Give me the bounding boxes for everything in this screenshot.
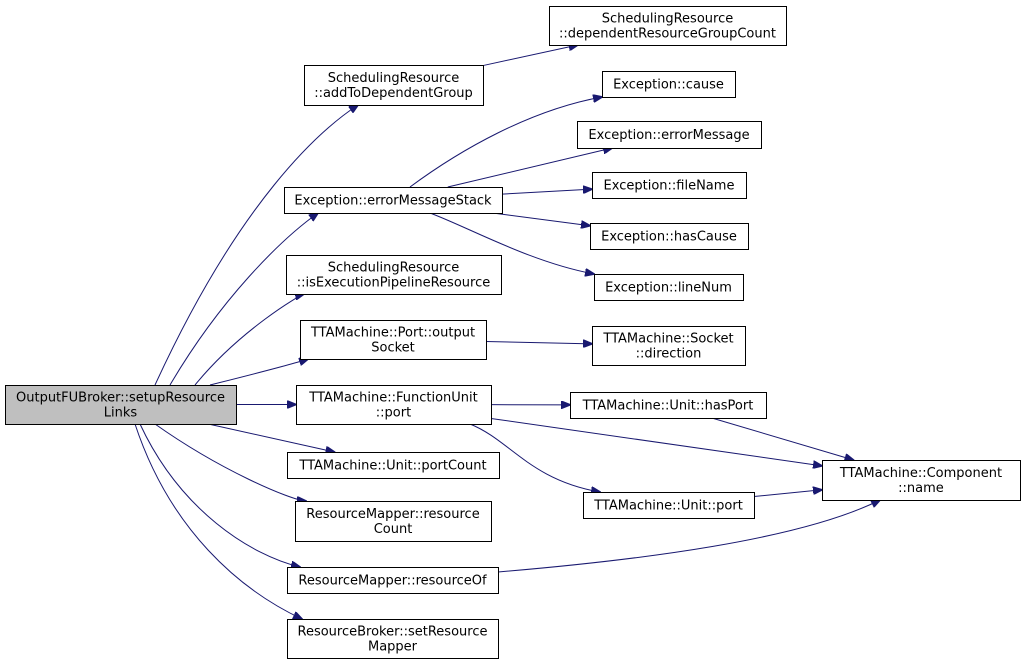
node-label-line: ::addToDependentGroup [314, 86, 473, 101]
edge-errStack-to-hasCause [492, 212, 590, 226]
edge-fuPort-to-unitPort [469, 423, 600, 492]
node-hasCause[interactable]: Exception::hasCause [590, 223, 749, 250]
edge-setup-to-errStack [169, 213, 318, 386]
node-box [592, 326, 746, 366]
node-box [570, 392, 767, 419]
edge-addDep-to-depCount [482, 45, 578, 67]
node-addDep[interactable]: SchedulingResource::addToDependentGroup [304, 65, 484, 106]
node-box [296, 385, 492, 425]
node-box [5, 385, 237, 425]
node-errStack[interactable]: Exception::errorMessageStack [284, 187, 503, 214]
node-box [287, 452, 500, 479]
node-box [287, 567, 499, 594]
node-box [549, 6, 787, 46]
edge-errStack-to-cause [409, 97, 602, 188]
node-label-line: SchedulingResource [602, 12, 733, 27]
edge-portOut-to-sockDir [485, 342, 592, 344]
node-label-line: ::port [376, 406, 411, 421]
node-label-line: TTAMachine::Unit::port [593, 499, 743, 514]
node-box [592, 172, 747, 199]
node-box [304, 65, 484, 106]
node-label-line: SchedulingResource [328, 71, 459, 86]
node-box [284, 187, 503, 214]
node-box [602, 71, 736, 98]
node-label-line: Exception::lineNum [605, 281, 732, 296]
node-label-line: ::dependentResourceGroupCount [559, 27, 776, 42]
edge-errStack-to-errMsg [447, 148, 612, 188]
node-fileName[interactable]: Exception::fileName [592, 172, 747, 199]
node-lineNum[interactable]: Exception::lineNum [594, 274, 744, 301]
node-box [583, 492, 755, 519]
node-box [295, 501, 492, 542]
node-label-line: ::direction [636, 347, 702, 362]
node-label-line: TTAMachine::Unit::portCount [298, 459, 486, 474]
node-sockDir[interactable]: TTAMachine::Socket::direction [592, 326, 746, 366]
node-unitPort[interactable]: TTAMachine::Unit::port [583, 492, 755, 519]
node-label-line: OutputFUBroker::setupResource [16, 391, 225, 406]
node-label-line: ResourceBroker::setResource [298, 625, 488, 640]
node-hasPort[interactable]: TTAMachine::Unit::hasPort [570, 392, 767, 419]
edge-setup-to-setMapper [134, 423, 302, 619]
edge-setup-to-resCount [154, 423, 306, 501]
node-box [590, 223, 749, 250]
node-box [822, 460, 1021, 501]
edges [134, 45, 880, 619]
node-box [300, 320, 487, 360]
node-label-line: ResourceMapper::resourceOf [298, 574, 487, 589]
edge-resOf-to-compName [497, 500, 880, 573]
edge-hasPort-to-compName [711, 417, 854, 460]
node-label-line: TTAMachine::Unit::hasPort [582, 399, 754, 414]
edge-errStack-to-fileName [501, 189, 592, 195]
node-box [577, 121, 762, 149]
node-label-line: Exception::errorMessage [588, 128, 749, 143]
node-label-line: TTAMachine::FunctionUnit [308, 391, 477, 406]
node-label-line: TTAMachine::Port::output [310, 326, 475, 341]
node-label-line: Exception::cause [613, 78, 724, 93]
node-label-line: Exception::hasCause [601, 230, 737, 245]
edge-unitPort-to-compName [753, 490, 822, 498]
edge-setup-to-portCount [208, 423, 334, 452]
node-errMsg[interactable]: Exception::errorMessage [577, 121, 762, 149]
node-depCount[interactable]: SchedulingResource::dependentResourceGro… [549, 6, 787, 46]
node-label-line: ::name [898, 481, 944, 496]
node-label-line: TTAMachine::Component [839, 466, 1002, 481]
edge-setup-to-portOut [209, 359, 308, 386]
node-label-line: Exception::fileName [604, 179, 735, 194]
edge-errStack-to-lineNum [429, 212, 594, 274]
node-cause[interactable]: Exception::cause [602, 71, 736, 98]
node-label-line: Links [104, 406, 138, 421]
node-label-line: SchedulingResource [328, 261, 459, 276]
node-portCount[interactable]: TTAMachine::Unit::portCount [287, 452, 500, 479]
edge-setup-to-isExec [194, 294, 304, 386]
node-box [594, 274, 744, 301]
node-box [286, 255, 502, 295]
edge-setup-to-addDep [154, 105, 358, 386]
edge-fuPort-to-compName [490, 417, 822, 465]
node-label-line: Exception::errorMessageStack [294, 194, 492, 209]
node-label-line: ::isExecutionPipelineResource [297, 276, 490, 291]
node-resOf[interactable]: ResourceMapper::resourceOf [287, 567, 499, 594]
node-compName[interactable]: TTAMachine::Component::name [822, 460, 1021, 501]
node-label-line: Socket [371, 341, 415, 356]
node-label-line: Count [374, 522, 413, 537]
node-label-line: TTAMachine::Socket [602, 332, 733, 347]
node-box [287, 619, 499, 659]
node-label-line: Mapper [368, 640, 418, 655]
node-fuPort[interactable]: TTAMachine::FunctionUnit::port [296, 385, 492, 425]
edge-setup-to-resOf [139, 423, 300, 567]
node-label-line: ResourceMapper::resource [306, 507, 479, 522]
node-isExec[interactable]: SchedulingResource::isExecutionPipelineR… [286, 255, 502, 295]
